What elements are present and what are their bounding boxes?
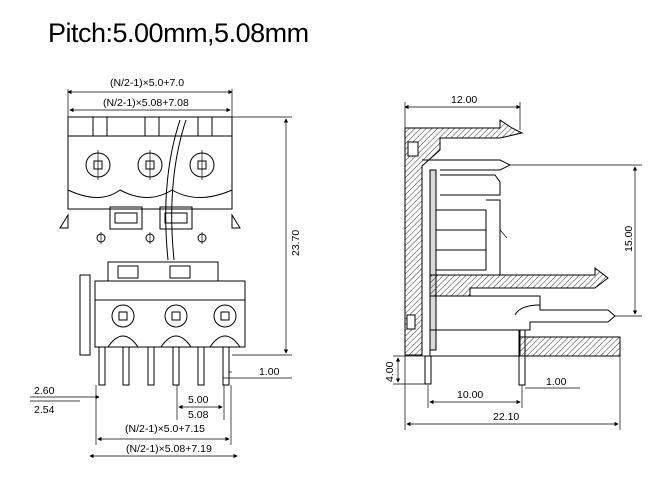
front-dimensions: (N/2-1)×5.0+7.0 (N/2-1)×5.08+7.08 23.70 … (30, 77, 302, 459)
dim-height-label: 23.70 (290, 230, 302, 256)
dim-pitch-1-label: 5.00 (188, 394, 209, 406)
side-dimensions: 12.00 15.00 4.00 10.00 1.00 22.10 (384, 94, 642, 430)
header-pins (98, 346, 230, 386)
header-body (79, 261, 246, 386)
side-dim-height-label: 15.00 (623, 226, 635, 252)
dim-top-1-label: (N/2-1)×5.0+7.0 (110, 77, 184, 89)
dim-bottom-1-label: (N/2-1)×5.0+7.15 (125, 423, 205, 435)
side-view: 12.00 15.00 4.00 10.00 1.00 22.10 (384, 94, 642, 430)
dim-top-2-label: (N/2-1)×5.08+7.08 (103, 97, 189, 109)
dim-left-2-label: 2.54 (34, 404, 55, 416)
side-plug (404, 119, 524, 356)
dim-pin-width-label: 1.00 (259, 366, 280, 378)
dim-bottom-2-label: (N/2-1)×5.08+7.19 (126, 443, 212, 455)
dim-left-1-label: 2.60 (34, 385, 55, 397)
pitch-title: Pitch:5.00mm,5.08mm (48, 18, 309, 48)
side-dim-top-label: 12.00 (451, 94, 477, 106)
side-dim-total-label: 22.10 (493, 411, 519, 423)
side-dim-pin-len-label: 4.00 (384, 361, 396, 382)
dim-pitch-2-label: 5.08 (188, 409, 209, 421)
side-header (406, 266, 621, 386)
front-view: (N/2-1)×5.0+7.0 (N/2-1)×5.08+7.08 23.70 … (30, 77, 302, 459)
side-dim-spacing-label: 10.00 (457, 389, 483, 401)
plug-body (59, 116, 241, 261)
side-dim-pin-width-label: 1.00 (546, 376, 567, 388)
